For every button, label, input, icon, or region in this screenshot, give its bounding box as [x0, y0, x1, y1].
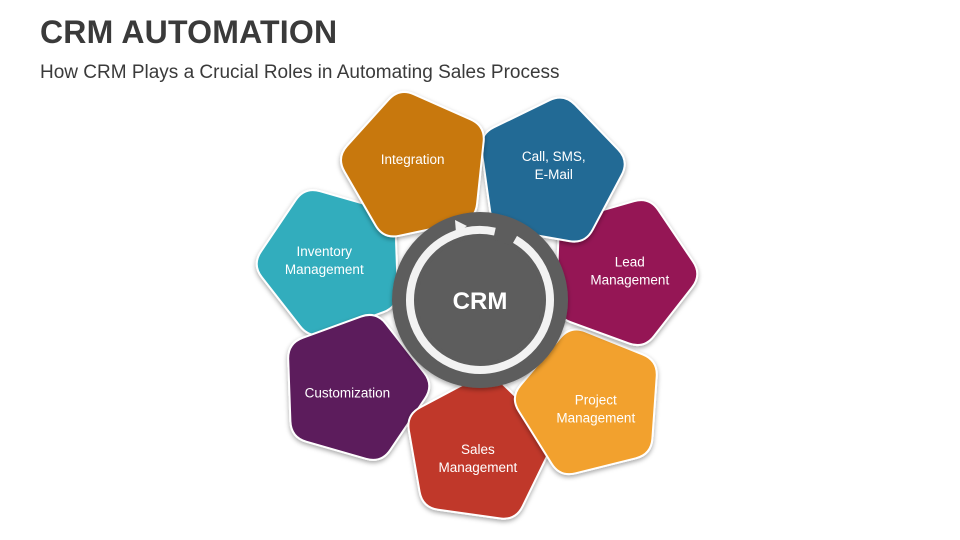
page-title: CRM AUTOMATION	[40, 14, 338, 50]
segment-label-call-sms-email: Call, SMS,	[522, 149, 586, 164]
cycle-arrow-icon	[455, 220, 467, 233]
segment-label-project-management: Management	[556, 411, 635, 426]
page-subtitle: How CRM Plays a Crucial Roles in Automat…	[40, 62, 560, 83]
segment-label-inventory-management: Management	[285, 262, 364, 277]
segment-label-call-sms-email: E-Mail	[535, 167, 573, 182]
segment-label-sales-management: Management	[438, 460, 517, 475]
segment-call-sms-email: Call, SMS, E-Mail	[480, 96, 626, 243]
segment-shape-customization	[287, 313, 431, 461]
segment-label-lead-management: Management	[590, 273, 669, 288]
crm-hub-core	[418, 238, 542, 362]
segment-customization: Customization	[287, 313, 431, 461]
crm-hub-label: CRM	[453, 288, 508, 315]
segment-label-inventory-management: Inventory	[297, 244, 353, 259]
segment-label-integration: Integration	[381, 152, 445, 167]
crm-hub-cycle-ring	[406, 226, 554, 374]
segment-label-lead-management: Lead	[615, 255, 645, 270]
segment-label-project-management: Project	[575, 393, 617, 408]
segment-label-customization: Customization	[305, 386, 391, 401]
segment-shape-project-management	[513, 328, 658, 476]
crm-hub: CRM	[392, 212, 568, 388]
segment-label-sales-management: Sales	[461, 442, 495, 457]
